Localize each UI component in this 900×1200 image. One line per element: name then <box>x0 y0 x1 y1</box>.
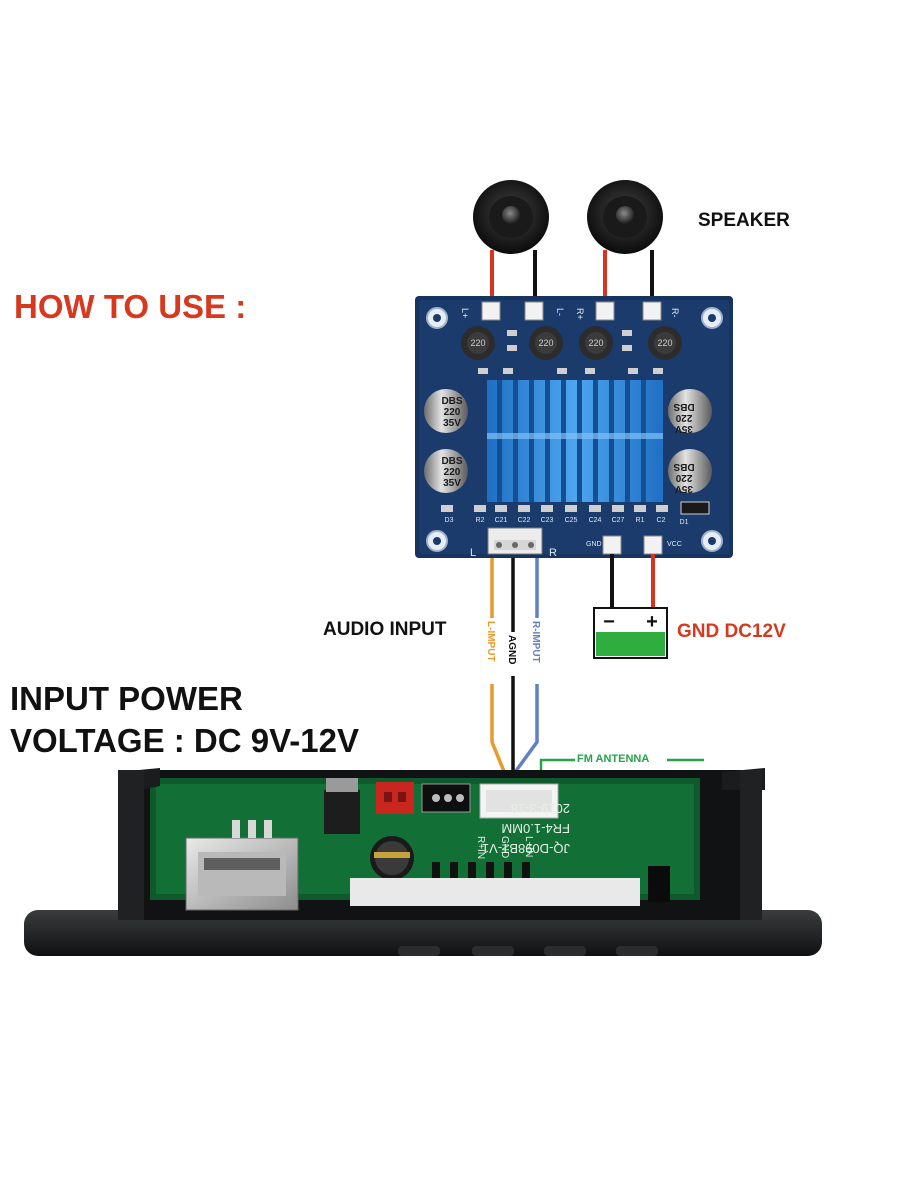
ground-wire-text: AGND <box>506 635 517 664</box>
speaker-label: SPEAKER <box>698 210 790 232</box>
heatsink <box>487 380 663 502</box>
svg-text:220: 220 <box>675 472 692 483</box>
gnd-dc12v-label: GND DC12V <box>677 621 786 643</box>
power-wires <box>612 554 653 612</box>
svg-text:D3: D3 <box>445 517 454 524</box>
svg-text:35V: 35V <box>443 418 461 429</box>
svg-text:220: 220 <box>444 407 461 418</box>
svg-text:R1: R1 <box>636 517 645 524</box>
svg-text:220: 220 <box>675 412 692 423</box>
audio-input-connector <box>488 528 542 554</box>
player-module: R+IN GND L+IN 2019-3-18 FR4-1.0MM JQ-D09… <box>24 768 822 956</box>
silk-model: FR4-1.0MM <box>501 821 570 836</box>
svg-text:35V: 35V <box>675 483 693 494</box>
svg-text:220: 220 <box>588 338 603 348</box>
input-side-left: L <box>470 547 476 559</box>
input-power-line2: VOLTAGE : DC 9V-12V <box>10 722 359 760</box>
svg-text:35V: 35V <box>443 478 461 489</box>
svg-text:R+: R+ <box>575 308 585 320</box>
svg-text:DBS: DBS <box>441 456 462 467</box>
svg-text:C21: C21 <box>495 517 508 524</box>
battery-plus: + <box>646 611 658 633</box>
svg-text:C24: C24 <box>589 517 602 524</box>
svg-text:DBS: DBS <box>441 396 462 407</box>
svg-text:R2: R2 <box>476 517 485 524</box>
silk-code: JQ-D098BT-V1 <box>482 841 570 856</box>
diode <box>681 502 709 514</box>
svg-text:220: 220 <box>470 338 485 348</box>
silk-date: 2019-3-18 <box>511 801 570 816</box>
fm-antenna-label: FM ANTENNA <box>577 753 649 765</box>
svg-text:C22: C22 <box>518 517 531 524</box>
audio-input-label: AUDIO INPUT <box>323 619 447 641</box>
svg-text:DBS: DBS <box>673 401 694 412</box>
svg-text:L+: L+ <box>460 308 470 318</box>
svg-text:C27: C27 <box>612 517 625 524</box>
how-to-use-title: HOW TO USE : <box>14 288 246 326</box>
gnd-pad-label: GND <box>586 541 602 548</box>
vcc-pad-label: VCC <box>667 541 682 548</box>
svg-text:220: 220 <box>444 467 461 478</box>
svg-text:C2: C2 <box>657 517 666 524</box>
battery-minus: − <box>603 611 615 633</box>
left-input-wire-text: L-IMPUT <box>485 621 496 662</box>
amplifier-board: L+ L- R+ R- 220 220 220 220 <box>415 296 733 559</box>
svg-text:R-: R- <box>670 308 680 318</box>
svg-text:C25: C25 <box>565 517 578 524</box>
svg-text:L-: L- <box>555 308 565 316</box>
svg-text:220: 220 <box>538 338 553 348</box>
right-speaker <box>587 180 663 254</box>
svg-text:C23: C23 <box>541 517 554 524</box>
right-input-wire-text: R-IMPUT <box>530 621 541 663</box>
input-power-line1: INPUT POWER <box>10 680 243 718</box>
svg-text:DBS: DBS <box>673 461 694 472</box>
input-side-right: R <box>549 547 557 559</box>
svg-text:220: 220 <box>657 338 672 348</box>
svg-text:35V: 35V <box>675 423 693 434</box>
left-speaker <box>473 180 549 254</box>
svg-text:D1: D1 <box>680 519 689 526</box>
